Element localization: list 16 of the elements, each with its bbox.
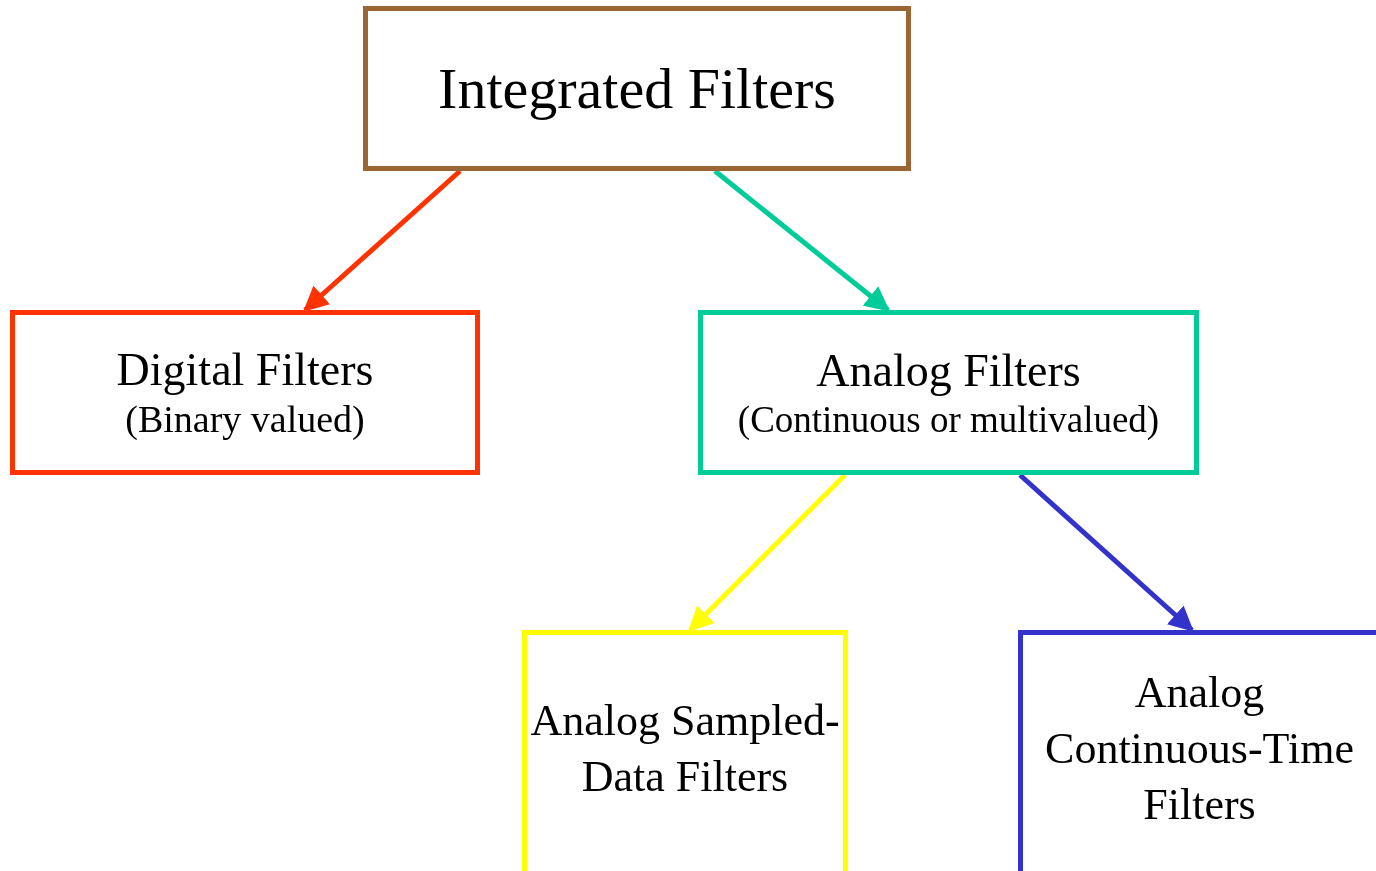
node-title: Analog Sampled-Data Filters [529,695,841,803]
node-title: Integrated Filters [438,54,836,123]
node-subtitle: (Continuous or multivalued) [737,397,1160,442]
node-title: Analog Filters [816,343,1081,398]
root-category-box [363,6,911,171]
category-box [10,310,480,475]
arrow [1018,473,1194,632]
arrow [688,473,847,632]
node-subtitle: (Binary valued) [125,397,365,443]
arrow [303,169,462,312]
node-title: Digital Filters [116,343,374,398]
node-title: Analog Continuous-Time Filters [1044,667,1355,831]
category-box [698,310,1199,475]
arrow [713,169,890,312]
subcategory-box [522,630,848,871]
subcategory-box [1018,630,1376,871]
